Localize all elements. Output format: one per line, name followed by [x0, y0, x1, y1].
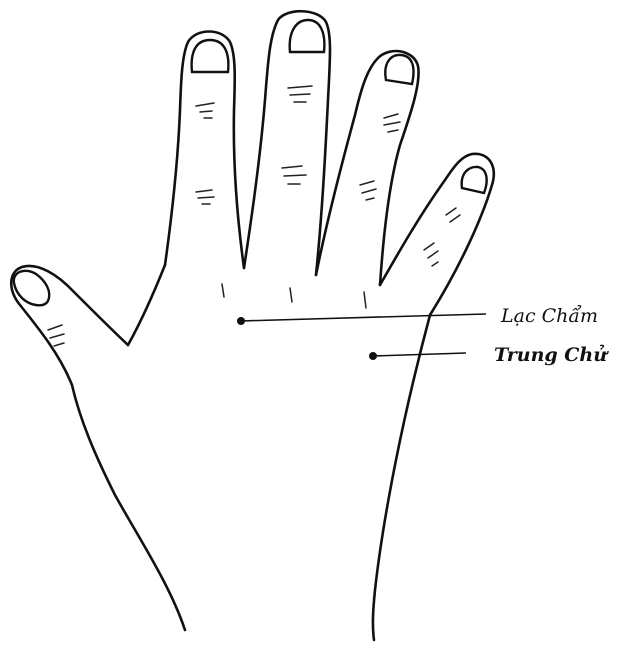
acupoint-markers — [237, 314, 486, 360]
hand-outline — [11, 11, 494, 640]
little-nail — [462, 167, 487, 193]
trung-chu-label: Trung Chử — [494, 344, 609, 366]
thumb-nail — [14, 271, 49, 306]
lac-cham-leader — [241, 314, 486, 321]
index-nail — [192, 40, 229, 72]
ring-nail — [385, 55, 413, 84]
lac-cham-label: Lạc Chẩm — [500, 305, 598, 327]
middle-nail — [290, 20, 325, 52]
knuckle-creases — [48, 86, 460, 346]
